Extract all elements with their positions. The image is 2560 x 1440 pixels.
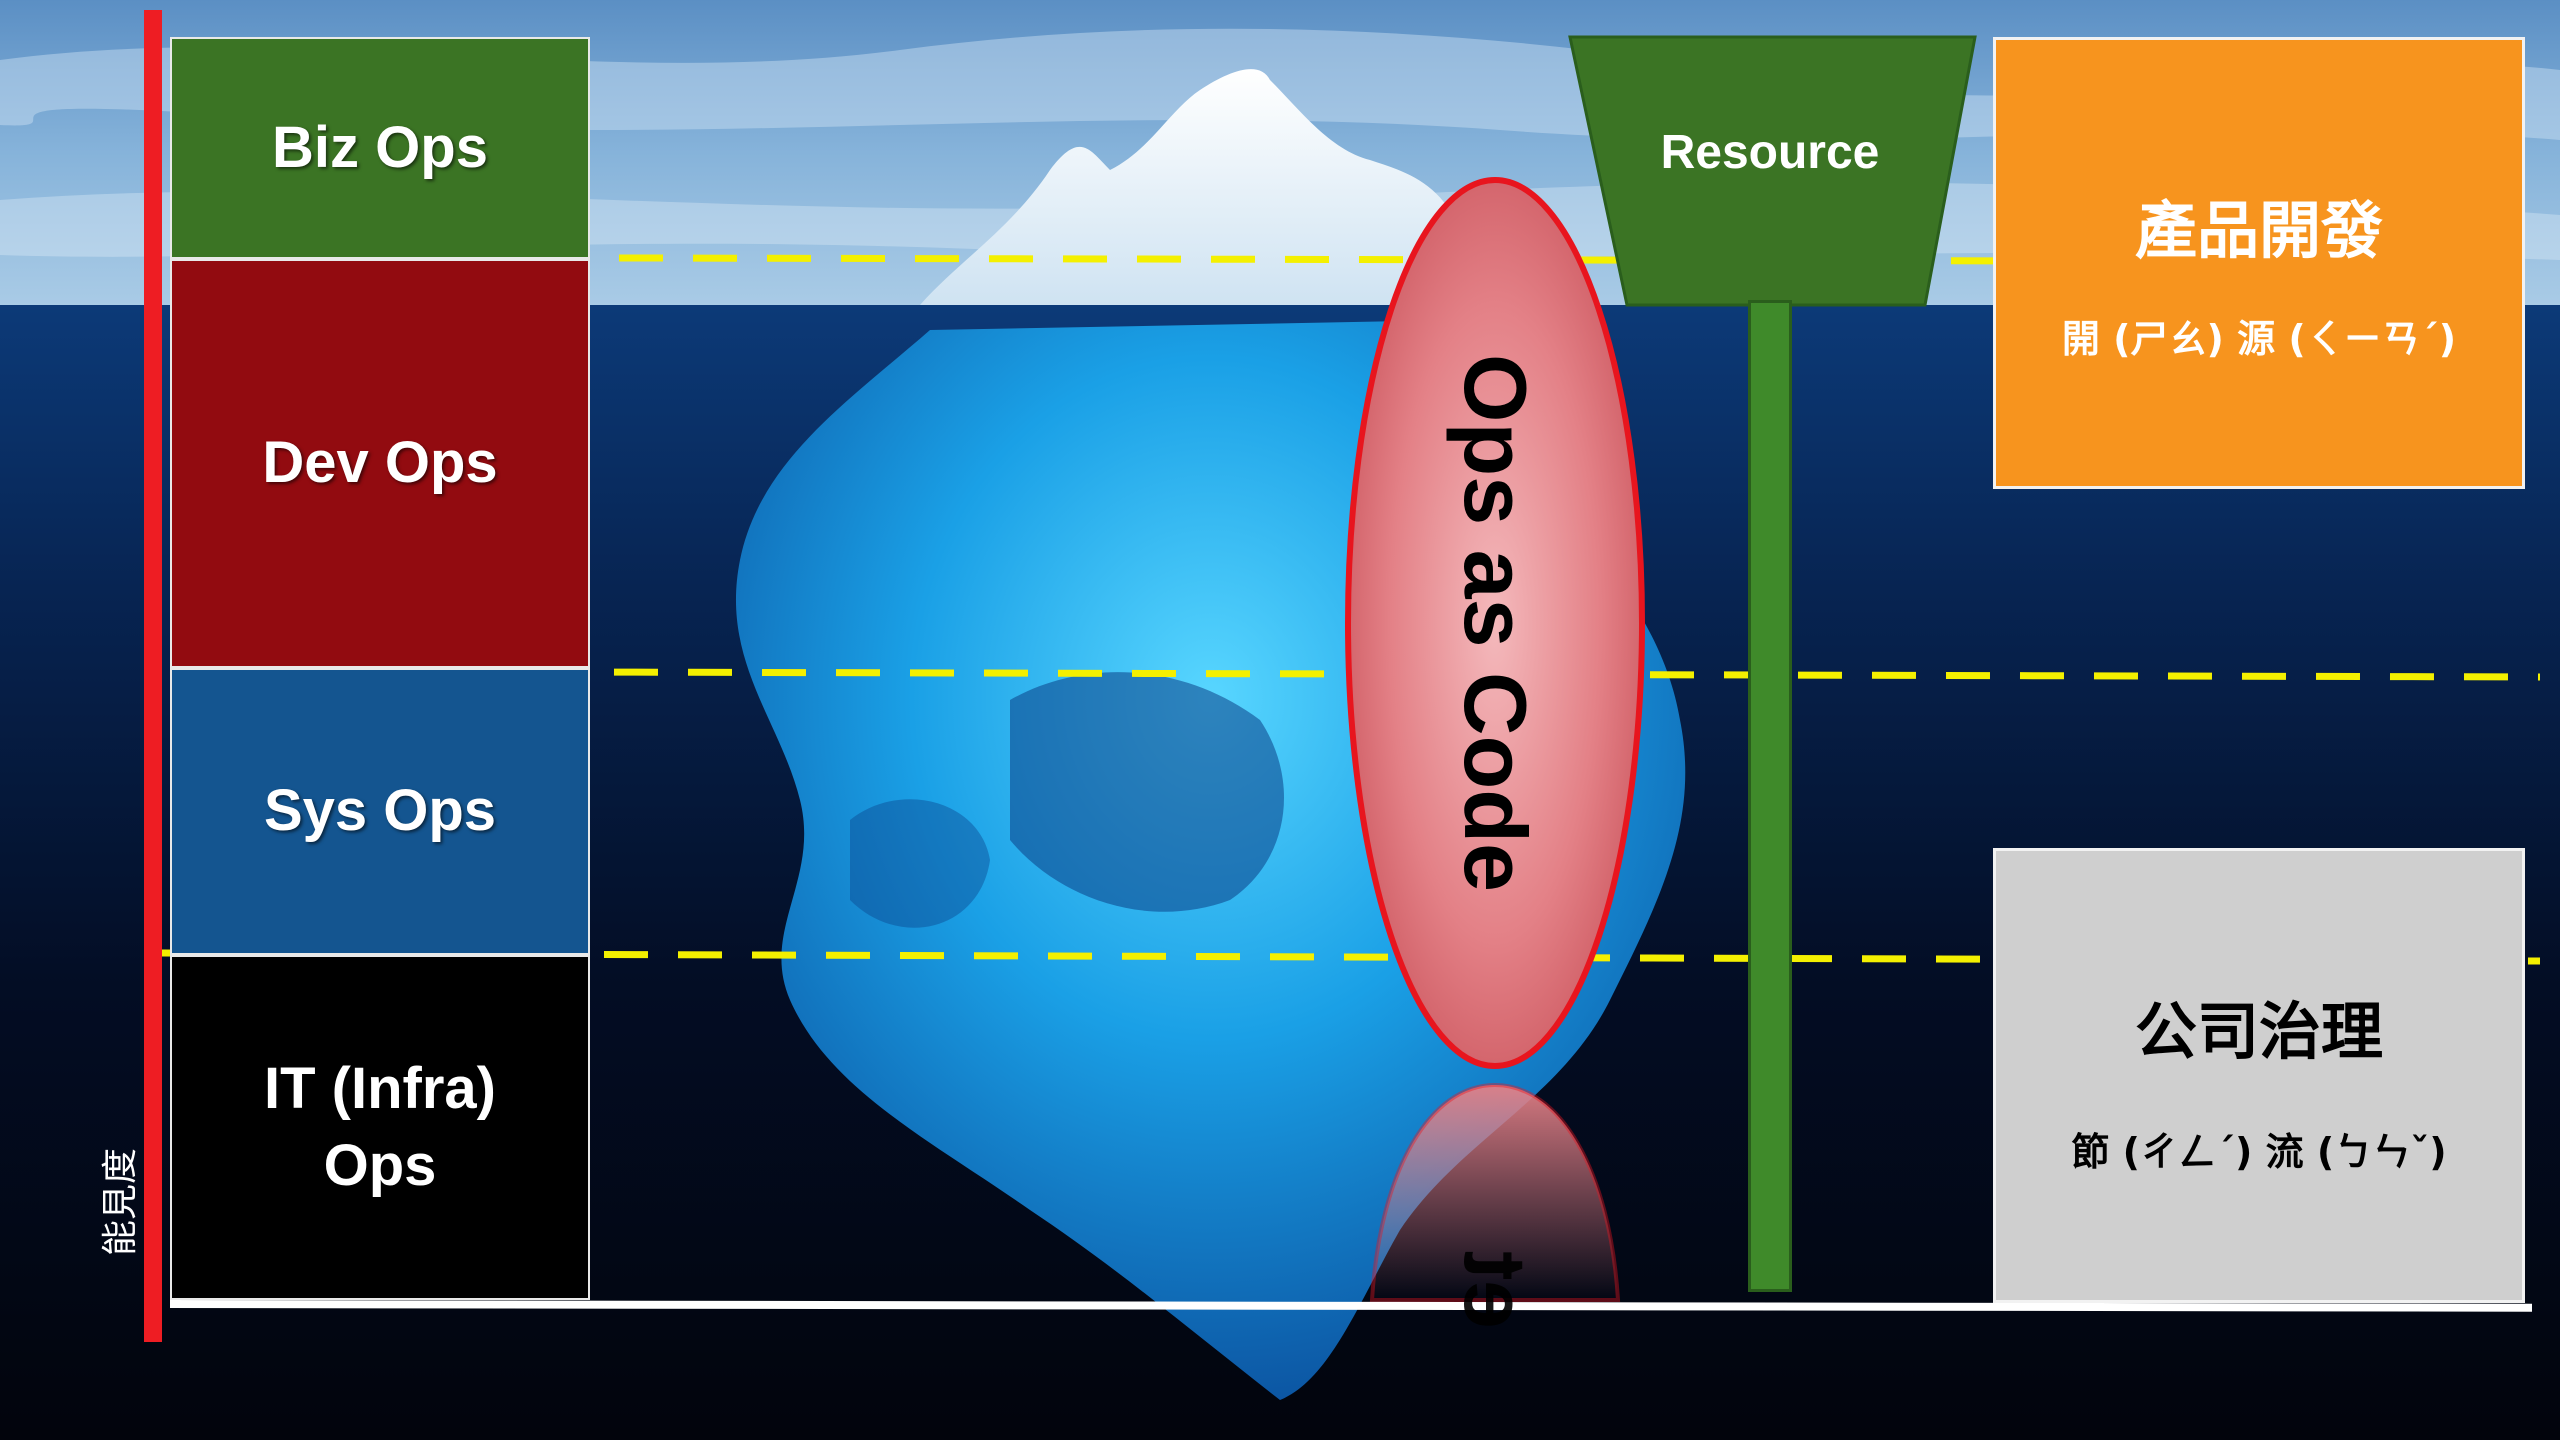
corporate-governance-subtitle: 節 (ㄔㄥˊ) 流 (ㄅㄣˇ) <box>2071 1130 2447 1174</box>
ops-level-biz: Biz Ops <box>170 37 590 259</box>
ops-as-code-reflection <box>1369 1082 1621 1302</box>
ops-level-sys: Sys Ops <box>170 668 590 955</box>
ops-as-code-text: Ops as Code <box>1446 354 1545 892</box>
iceberg-tip <box>920 69 1490 305</box>
ops-level-it-infra: IT (Infra) Ops <box>170 955 590 1300</box>
ops-as-code-oval <box>1345 177 1645 1069</box>
corporate-governance-title: 公司治理 <box>2134 995 2383 1068</box>
ops-level-label: Sys Ops <box>263 778 497 844</box>
ops-level-label: IT (Infra) Ops <box>264 1055 496 1198</box>
ops-level-dev: Dev Ops <box>170 259 590 668</box>
visibility-axis-label: 能見度 <box>100 1147 141 1256</box>
resource-funnel <box>1568 35 1977 307</box>
ops-as-code-reflection-fragment: et <box>1446 1250 1545 1330</box>
resource-label: Resource <box>1660 126 1880 179</box>
product-development-subtitle: 開 (ㄕㄠ) 源 (ㄑㄧㄢˊ) <box>2061 317 2457 361</box>
product-development-title: 產品開發 <box>2134 194 2383 267</box>
product-development-box: 產品開發 開 (ㄕㄠ) 源 (ㄑㄧㄢˊ) <box>1993 37 2525 489</box>
ops-level-label: Biz Ops <box>272 114 488 180</box>
corporate-governance-box: 公司治理 節 (ㄔㄥˊ) 流 (ㄅㄣˇ) <box>1993 848 2525 1303</box>
visibility-axis <box>144 10 162 1342</box>
ops-level-label: Dev Ops <box>262 430 498 496</box>
resource-funnel-stem <box>1748 300 1792 1292</box>
